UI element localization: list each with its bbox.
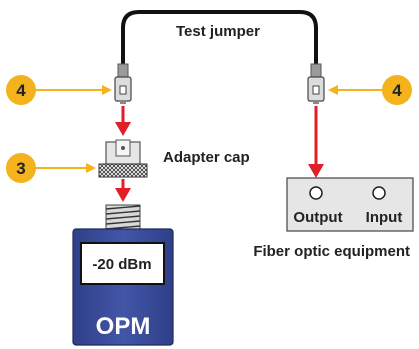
output-label: Output	[293, 209, 342, 226]
badge-adapter: 3	[6, 153, 96, 183]
svg-text:3: 3	[16, 159, 25, 178]
opm-label: OPM	[96, 313, 151, 340]
svg-text:4: 4	[16, 81, 26, 100]
test-jumper-label: Test jumper	[176, 23, 260, 40]
adapter-cap	[98, 139, 148, 178]
fiber-optic-equipment: Output Input	[286, 177, 414, 232]
opm-port	[105, 204, 141, 230]
test-jumper-cable	[121, 10, 318, 72]
red-arrow-to-adapter	[115, 106, 131, 136]
svg-text:4: 4	[392, 81, 402, 100]
red-arrow-to-opm	[115, 179, 131, 202]
fiber-optic-equipment-label: Fiber optic equipment	[253, 243, 410, 260]
opm-display-reading: -20 dBm	[92, 256, 151, 273]
right-connector	[307, 63, 325, 104]
output-port	[309, 186, 323, 200]
badge-right-connector: 4	[328, 75, 412, 105]
opm-device: -20 dBm OPM	[72, 228, 174, 346]
input-label: Input	[366, 209, 403, 226]
left-connector	[114, 63, 132, 104]
badge-left-connector: 4	[6, 75, 112, 105]
adapter-cap-label: Adapter cap	[163, 149, 250, 166]
red-arrow-to-output	[308, 106, 324, 178]
input-port	[372, 186, 386, 200]
